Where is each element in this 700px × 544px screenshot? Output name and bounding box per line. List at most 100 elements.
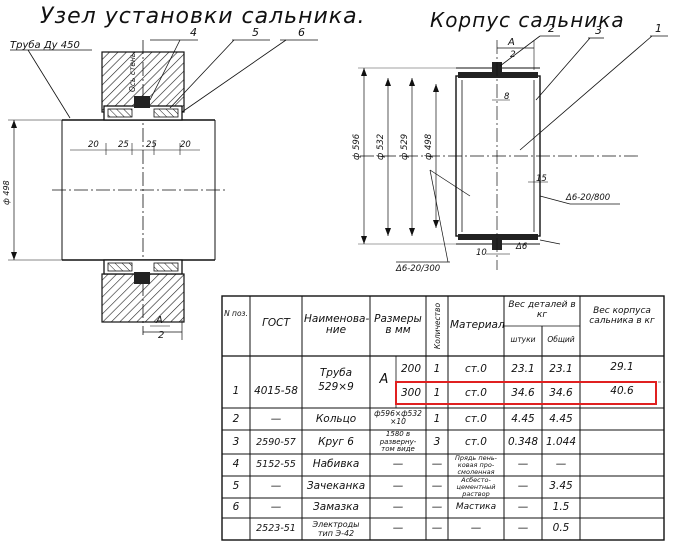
right-callout-2: 2 bbox=[548, 22, 555, 35]
row2-pos: 2 bbox=[232, 413, 240, 425]
dim-20-left: 20 bbox=[88, 140, 99, 150]
row1-dim-200: 200 bbox=[400, 363, 422, 375]
row1-qty: 1 bbox=[433, 363, 441, 375]
th-part-weight: Вес деталей в кг bbox=[508, 300, 576, 320]
row2-total: 4.45 bbox=[549, 413, 573, 425]
row1b-dim-300: 300 bbox=[400, 387, 422, 399]
row5-piece: — bbox=[517, 480, 529, 492]
right-dim-a-num: 2 bbox=[510, 50, 516, 60]
row7-mat: — bbox=[470, 522, 482, 534]
row7-name: Электроды тип Э-42 bbox=[312, 520, 360, 538]
row3-dim: 1580 в разверну- том виде bbox=[379, 430, 417, 453]
row1b-total: 34.6 bbox=[549, 387, 573, 399]
th-pos: N поз. bbox=[224, 309, 248, 318]
row4-mat: Прядь пень- ковая про- смоленная bbox=[455, 454, 497, 476]
row5-total: 3.45 bbox=[549, 480, 573, 492]
row1-name: Труба 529×9 bbox=[318, 367, 354, 393]
th-name: Наименова- ние bbox=[304, 313, 370, 336]
row6-gost: — bbox=[270, 501, 282, 513]
row1-dim-a: А bbox=[379, 372, 389, 387]
row1-piece: 23.1 bbox=[511, 363, 535, 375]
left-section-mark: А bbox=[156, 315, 163, 326]
weld-label-300: Δ6-20/300 bbox=[396, 264, 441, 274]
row5-pos: 5 bbox=[232, 480, 240, 492]
right-dim-a: А bbox=[508, 37, 515, 48]
th-material: Материал bbox=[450, 319, 505, 331]
row6-dim: — bbox=[392, 501, 404, 513]
row6-piece: — bbox=[517, 501, 529, 513]
row4-pos: 4 bbox=[232, 458, 240, 470]
right-dim-10: 10 bbox=[476, 248, 487, 258]
row3-name: Круг 6 bbox=[318, 436, 354, 448]
th-per-piece: штуки bbox=[510, 335, 536, 344]
left-callout-4: 4 bbox=[190, 26, 197, 39]
right-view-title: Корпус сальника bbox=[430, 8, 625, 32]
row7-total: 0.5 bbox=[552, 522, 570, 534]
row2-piece: 4.45 bbox=[511, 413, 535, 425]
th-qty: Количество bbox=[433, 302, 442, 350]
row7-dim: — bbox=[392, 522, 404, 534]
th-body-weight: Вес корпуса сальника в кг bbox=[589, 306, 655, 326]
row2-mat: ст.0 bbox=[465, 413, 487, 425]
row6-total: 1.5 bbox=[552, 501, 570, 513]
dim-25-right: 25 bbox=[146, 140, 157, 150]
left-section-num: 2 bbox=[158, 330, 165, 341]
row1b-piece: 34.6 bbox=[511, 387, 535, 399]
row1-mat: ст.0 bbox=[465, 363, 487, 375]
row2-gost: — bbox=[270, 413, 282, 425]
row3-gost: 2590-57 bbox=[256, 437, 296, 448]
row6-qty: — bbox=[431, 501, 443, 513]
row4-name: Набивка bbox=[312, 458, 360, 470]
row3-piece: 0.348 bbox=[507, 436, 539, 448]
left-callout-5: 5 bbox=[252, 26, 259, 39]
row7-piece: — bbox=[517, 522, 529, 534]
row2-dim: ф596×ф532 ×10 bbox=[374, 409, 422, 426]
weld-label-800: Δ6-20/800 bbox=[566, 193, 611, 203]
row5-name: Зачеканка bbox=[306, 480, 366, 492]
row2-qty: 1 bbox=[433, 413, 441, 425]
row5-dim: — bbox=[392, 480, 404, 492]
row5-qty: — bbox=[431, 480, 443, 492]
row4-piece: — bbox=[517, 458, 529, 470]
row6-mat: Мастика bbox=[455, 502, 497, 512]
row4-qty: — bbox=[431, 458, 443, 470]
row4-dim: — bbox=[392, 458, 404, 470]
dim-20-right: 20 bbox=[180, 140, 191, 150]
row1b-body: 40.6 bbox=[610, 385, 634, 397]
left-callout-6: 6 bbox=[298, 26, 305, 39]
dim-25-left: 25 bbox=[118, 140, 129, 150]
row1b-qty: 1 bbox=[433, 387, 441, 399]
th-dims: Размеры в мм bbox=[374, 313, 422, 336]
row6-pos: 6 bbox=[232, 501, 240, 513]
right-callout-1: 1 bbox=[655, 22, 662, 35]
weld-label-6: Δ6 bbox=[516, 242, 528, 252]
right-dim-8: 8 bbox=[504, 92, 510, 102]
row3-qty: 3 bbox=[433, 436, 441, 448]
th-total: Общий bbox=[547, 335, 575, 344]
th-gost: ГОСТ bbox=[262, 317, 290, 329]
right-callout-3: 3 bbox=[595, 24, 602, 37]
row4-gost: 5152-55 bbox=[256, 459, 296, 470]
highlight-box bbox=[395, 381, 657, 405]
row4-total: — bbox=[555, 458, 567, 470]
row3-pos: 3 bbox=[232, 436, 240, 448]
row3-total: 1.044 bbox=[545, 436, 577, 448]
row2-name: Кольцо bbox=[315, 413, 357, 425]
row1b-mat: ст.0 bbox=[465, 387, 487, 399]
row7-gost: 2523-51 bbox=[256, 523, 296, 534]
left-view-title: Узел установки сальника. bbox=[40, 4, 366, 29]
row1-body: 29.1 bbox=[610, 361, 634, 373]
pipe-label: Труба Ду 450 bbox=[10, 40, 80, 51]
row3-mat: ст.0 bbox=[465, 436, 487, 448]
right-dim-15: 15 bbox=[536, 174, 547, 184]
row1-total: 23.1 bbox=[549, 363, 573, 375]
row1-gost: 4015-58 bbox=[254, 385, 298, 397]
row5-gost: — bbox=[270, 480, 282, 492]
row5-mat: Асбесто- цементный раствор bbox=[456, 476, 496, 498]
row6-name: Замазка bbox=[313, 501, 359, 513]
row1-pos: 1 bbox=[232, 385, 240, 397]
row7-qty: — bbox=[431, 522, 443, 534]
